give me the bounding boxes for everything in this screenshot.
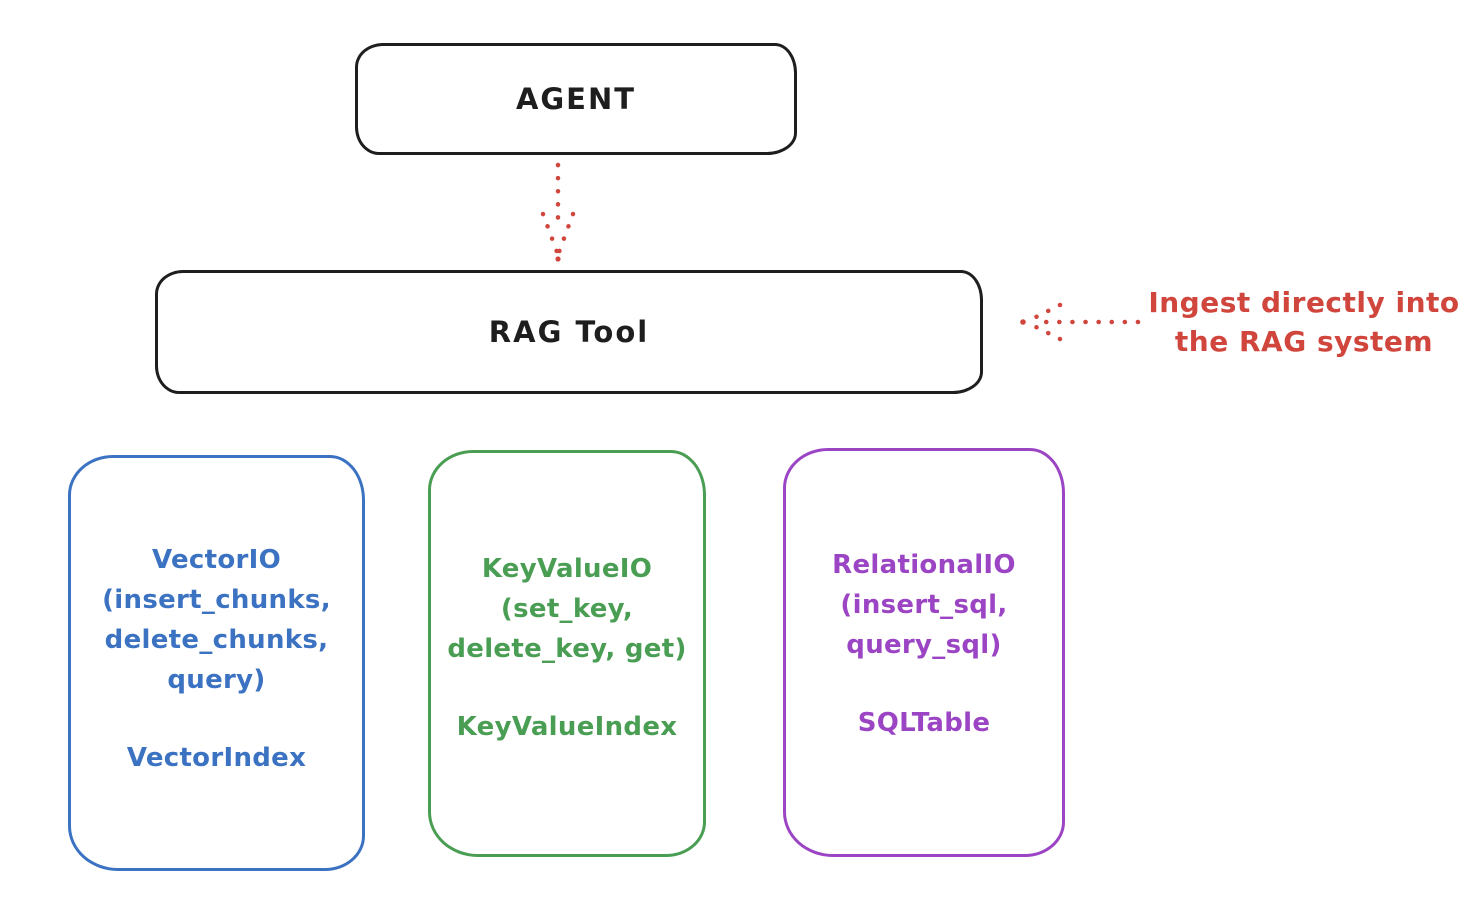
relationalio-node: RelationalIO (insert_sql, query_sql) SQL…	[783, 448, 1065, 857]
vectorio-line1: VectorIO	[151, 545, 282, 575]
relationalio-spacer	[786, 665, 1062, 703]
keyvalueio-text: KeyValueIO (set_key, delete_key, get) Ke…	[431, 549, 703, 747]
relationalio-footer: SQLTable	[857, 708, 991, 738]
rag-tool-node: RAG Tool	[155, 270, 983, 394]
keyvalueio-line3: delete_key, get)	[447, 634, 687, 664]
ingest-annotation: Ingest directly into the RAG system	[1128, 283, 1480, 361]
arrow-agent-to-ragtool-icon	[540, 162, 576, 262]
agent-label: AGENT	[515, 82, 637, 116]
keyvalueio-line2: (set_key,	[500, 594, 634, 624]
vectorio-line3: delete_chunks,	[104, 625, 329, 655]
keyvalueio-node: KeyValueIO (set_key, delete_key, get) Ke…	[428, 450, 706, 857]
agent-node: AGENT	[355, 43, 797, 155]
relationalio-line2: (insert_sql,	[840, 590, 1008, 620]
vectorio-text: VectorIO (insert_chunks, delete_chunks, …	[71, 540, 362, 778]
vectorio-spacer	[71, 700, 362, 738]
vectorio-footer: VectorIndex	[126, 743, 307, 773]
keyvalueio-footer: KeyValueIndex	[456, 712, 678, 742]
relationalio-text: RelationalIO (insert_sql, query_sql) SQL…	[786, 545, 1062, 743]
ingest-annotation-line2: the RAG system	[1174, 325, 1434, 358]
vectorio-line2: (insert_chunks,	[102, 585, 331, 615]
relationalio-line3: query_sql)	[846, 630, 1002, 660]
keyvalueio-spacer	[431, 669, 703, 707]
relationalio-line1: RelationalIO	[832, 550, 1016, 580]
rag-tool-label: RAG Tool	[488, 315, 650, 349]
keyvalueio-line1: KeyValueIO	[481, 554, 653, 584]
arrow-annotation-to-ragtool-icon	[1020, 302, 1141, 342]
ingest-annotation-line1: Ingest directly into	[1148, 286, 1460, 319]
vectorio-line4: query)	[167, 665, 266, 695]
vectorio-node: VectorIO (insert_chunks, delete_chunks, …	[68, 455, 365, 871]
